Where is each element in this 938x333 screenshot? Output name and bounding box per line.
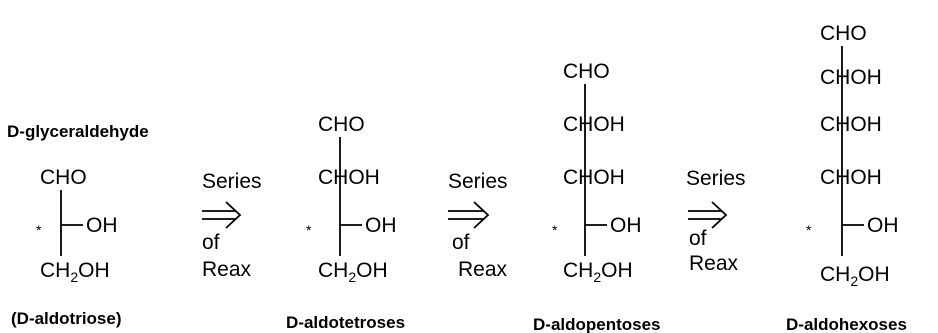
- title-d-glyceraldehyde: D-glyceraldehyde: [7, 122, 149, 141]
- arrow-head: [225, 201, 242, 229]
- arrow-text-series: Series: [686, 167, 746, 190]
- chiral-star: *: [36, 222, 42, 238]
- choh-group: CHOH: [820, 113, 882, 136]
- label-aldotriose: (D-aldotriose): [11, 309, 122, 328]
- ch2oh-group: CH2OH: [563, 259, 633, 285]
- arrow-text-series: Series: [202, 170, 262, 193]
- arrow-head: [473, 201, 490, 229]
- ch2oh-group: CH2OH: [40, 259, 110, 285]
- oh-group: OH: [365, 214, 397, 237]
- arrow-head: [711, 201, 728, 229]
- choh-group: CHOH: [820, 166, 882, 189]
- label-aldopentoses: D-aldopentoses: [533, 315, 661, 333]
- reaction-arrow-3: Series of Reax: [686, 167, 746, 275]
- reaction-arrow-2: Series of Reax: [448, 170, 508, 281]
- oh-group: OH: [610, 214, 642, 237]
- chiral-star: *: [552, 222, 558, 238]
- arrow-text-of: of: [202, 231, 220, 254]
- choh-group: CHOH: [563, 113, 625, 136]
- oh-group: OH: [86, 214, 118, 237]
- arrow-text-series: Series: [448, 170, 508, 193]
- molecule-pentose: CHO CHOH CHOH OH * CH2OH D-aldopentoses: [533, 60, 661, 333]
- arrow-text-reax: Reax: [458, 258, 508, 281]
- label-aldohexoses: D-aldohexoses: [786, 315, 907, 333]
- chiral-star: *: [806, 222, 812, 238]
- arrow-text-reax: Reax: [689, 252, 739, 275]
- ch2oh-group: CH2OH: [318, 259, 388, 285]
- oh-group: OH: [867, 214, 899, 237]
- molecule-tetrose: CHO CHOH OH * CH2OH D-aldotetroses: [286, 113, 405, 332]
- molecule-triose: CHO OH * CH2OH (D-aldotriose): [11, 166, 122, 328]
- choh-group: CHOH: [563, 166, 625, 189]
- label-aldotetroses: D-aldotetroses: [286, 313, 405, 332]
- cho-group: CHO: [820, 22, 867, 45]
- arrow-text-of: of: [689, 227, 707, 250]
- choh-group: CHOH: [318, 166, 380, 189]
- cho-group: CHO: [318, 113, 365, 136]
- molecule-hexose: CHO CHOH CHOH CHOH OH * CH2OH D-aldohexo…: [786, 22, 907, 333]
- ch2oh-group: CH2OH: [820, 263, 890, 289]
- cho-group: CHO: [563, 60, 610, 83]
- choh-group: CHOH: [820, 66, 882, 89]
- reaction-arrow-1: Series of Reax: [202, 170, 262, 281]
- arrow-text-of: of: [452, 231, 470, 254]
- chiral-star: *: [306, 222, 312, 238]
- cho-group: CHO: [40, 166, 87, 189]
- arrow-text-reax: Reax: [202, 258, 252, 281]
